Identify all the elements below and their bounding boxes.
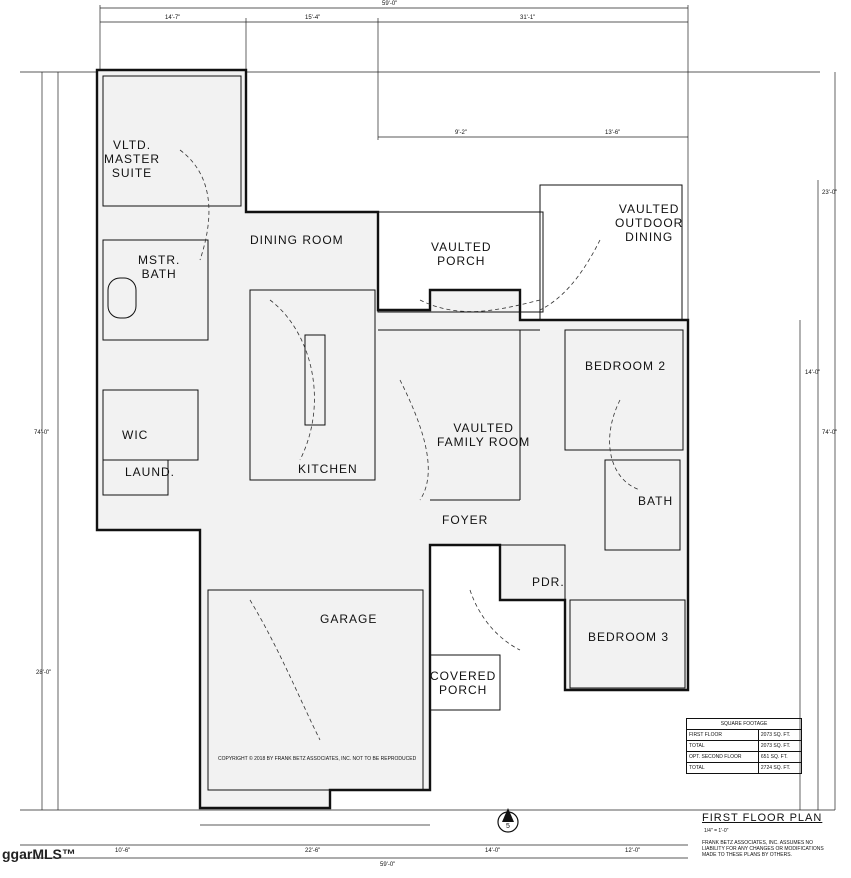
table-cell: 651 SQ. FT. xyxy=(757,751,803,763)
sheet-title: FIRST FLOOR PLAN xyxy=(702,812,823,824)
table-row: TOTAL 2073 SQ. FT. xyxy=(686,740,803,752)
table-row: SQUARE FOOTAGE xyxy=(686,718,802,730)
dim-bottom-a: 10'-6" xyxy=(115,848,131,854)
dim-top-c: 31'-1" xyxy=(520,15,536,21)
north-arrow-icon xyxy=(497,808,519,833)
dim-right-a: 23'-0" xyxy=(822,190,838,196)
room-label-master-bath: MSTR. BATH xyxy=(138,253,181,281)
room-label-wic: WIC xyxy=(122,428,149,442)
copyright-note: COPYRIGHT © 2018 BY FRANK BETZ ASSOCIATE… xyxy=(218,756,417,762)
dim-porch-b: 13'-6" xyxy=(605,130,621,136)
room-label-laundry: LAUND. xyxy=(125,465,176,479)
room-label-covered-porch: COVERED PORCH xyxy=(430,669,497,697)
dim-overall-top: 59'-0" xyxy=(382,1,398,7)
dim-bottom-c: 14'-0" xyxy=(485,848,501,854)
table-cell: TOTAL xyxy=(686,762,759,774)
table-cell: TOTAL xyxy=(686,740,759,752)
room-label-bedroom-2: BEDROOM 2 xyxy=(585,359,667,373)
north-arrow-label: 5 xyxy=(506,823,510,830)
room-label-foyer: FOYER xyxy=(442,513,489,527)
sheet-scale: 1/4" = 1'-0" xyxy=(704,828,729,834)
square-footage-table: SQUARE FOOTAGE FIRST FLOOR 2073 SQ. FT. … xyxy=(686,718,803,774)
room-label-dining: DINING ROOM xyxy=(250,233,344,247)
table-cell: FIRST FLOOR xyxy=(686,729,759,741)
dim-top-a: 14'-7" xyxy=(165,15,181,21)
dim-overall-bottom: 59'-0" xyxy=(380,862,396,868)
dim-top-b: 15'-4" xyxy=(305,15,321,21)
room-label-bedroom-3: BEDROOM 3 xyxy=(588,630,670,644)
building-walls xyxy=(95,68,690,810)
dim-garage-depth: 28'-0" xyxy=(36,670,52,676)
table-cell: 2724 SQ. FT. xyxy=(757,762,803,774)
room-label-outdoor-dining: VAULTED OUTDOOR DINING xyxy=(615,202,684,244)
electrical-lines xyxy=(179,149,641,741)
sheet-disclaimer: FRANK BETZ ASSOCIATES, INC. ASSUMES NO L… xyxy=(702,840,824,858)
table-row: OPT. SECOND FLOOR 651 SQ. FT. xyxy=(686,751,803,763)
room-label-family-room: VAULTED FAMILY ROOM xyxy=(437,421,531,449)
dim-left-total: 74'-0" xyxy=(34,430,50,436)
dim-bottom-d: 12'-0" xyxy=(625,848,641,854)
dim-bottom-b: 22'-6" xyxy=(305,848,321,854)
room-label-pdr: PDR. xyxy=(532,575,565,589)
table-header: SQUARE FOOTAGE xyxy=(686,718,802,730)
room-label-garage: GARAGE xyxy=(320,612,378,626)
room-label-master: VLTD. MASTER SUITE xyxy=(104,138,161,180)
table-cell: OPT. SECOND FLOOR xyxy=(686,751,759,763)
table-row: TOTAL 2724 SQ. FT. xyxy=(686,762,803,774)
room-label-bath: BATH xyxy=(638,494,674,508)
dim-right-total: 74'-0" xyxy=(822,430,838,436)
room-label-vaulted-porch: VAULTED PORCH xyxy=(431,240,492,268)
table-row: FIRST FLOOR 2073 SQ. FT. xyxy=(686,729,803,741)
dim-right-b: 14'-0" xyxy=(805,370,821,376)
room-label-kitchen: KITCHEN xyxy=(298,462,358,476)
watermark-logo: ggarMLS™ xyxy=(2,846,76,862)
table-cell: 2073 SQ. FT. xyxy=(757,740,803,752)
dim-porch-a: 9'-2" xyxy=(455,130,467,136)
table-cell: 2073 SQ. FT. xyxy=(757,729,803,741)
